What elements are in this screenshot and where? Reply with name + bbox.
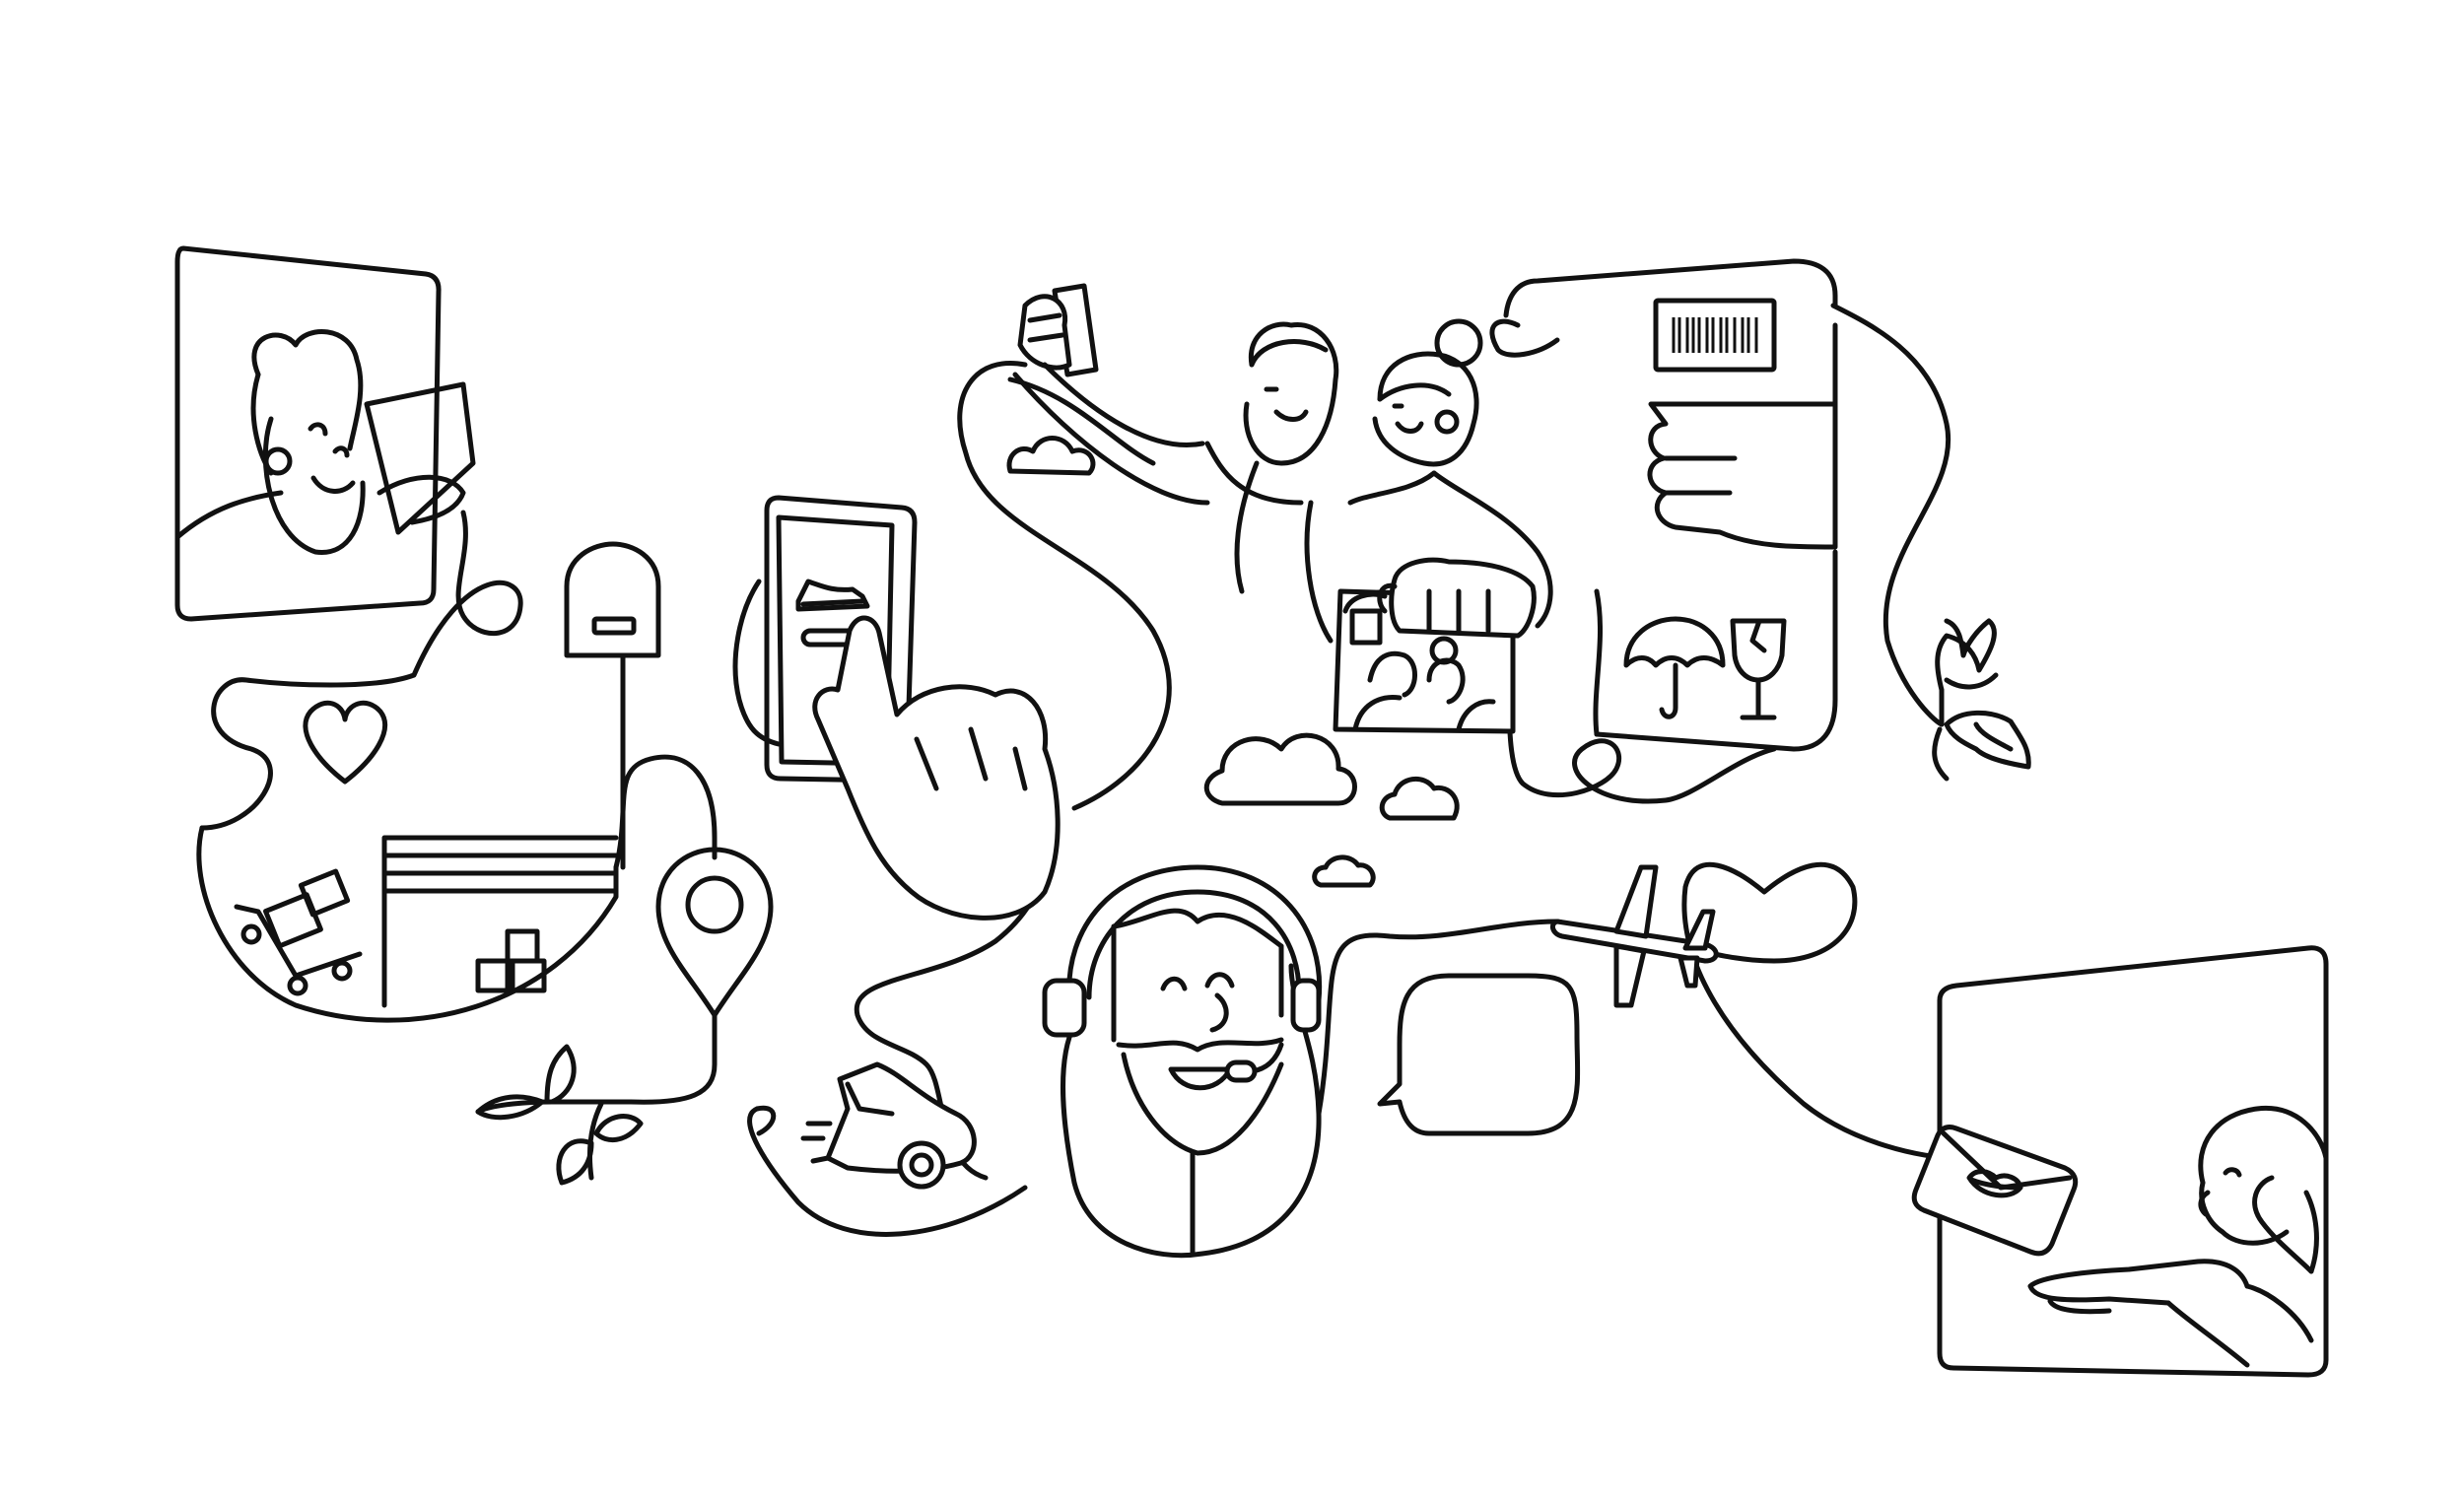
selfie-couple-icon	[1012, 283, 1553, 644]
fragile-glass-icon	[1730, 618, 1787, 720]
warehouse-icon	[381, 835, 619, 1008]
parcel-box-icon	[1489, 258, 1838, 752]
speech-bubble-icon	[1377, 973, 1581, 1136]
hand-truck-icon	[234, 868, 363, 996]
headset-support-icon	[1042, 864, 1323, 1257]
connecting-line	[196, 303, 2181, 1259]
cloud-icon	[1006, 436, 1096, 476]
mailbox-icon	[564, 541, 661, 658]
delivery-van-icon	[800, 1061, 977, 1190]
cloud-icon	[1203, 732, 1357, 806]
pointing-hand-icon	[812, 615, 1061, 921]
sprout-icon	[475, 1044, 644, 1186]
envelope-kiss-icon	[1911, 1125, 2079, 1257]
tulip-icon	[1932, 618, 2031, 782]
umbrella-icon	[1623, 616, 1726, 719]
tablet-user-icon	[174, 245, 476, 622]
shop-window-icon	[1333, 557, 1537, 734]
barcode-icon	[1653, 298, 1777, 373]
airplane-icon	[1549, 864, 1719, 1008]
air-kiss-person-icon	[1937, 945, 2329, 1378]
heart-icon	[303, 700, 388, 785]
location-pin-icon	[655, 847, 774, 1018]
pointing-hand-icon	[1647, 401, 1838, 550]
cloud-icon	[1379, 777, 1460, 821]
cloud-icon	[1312, 854, 1376, 888]
